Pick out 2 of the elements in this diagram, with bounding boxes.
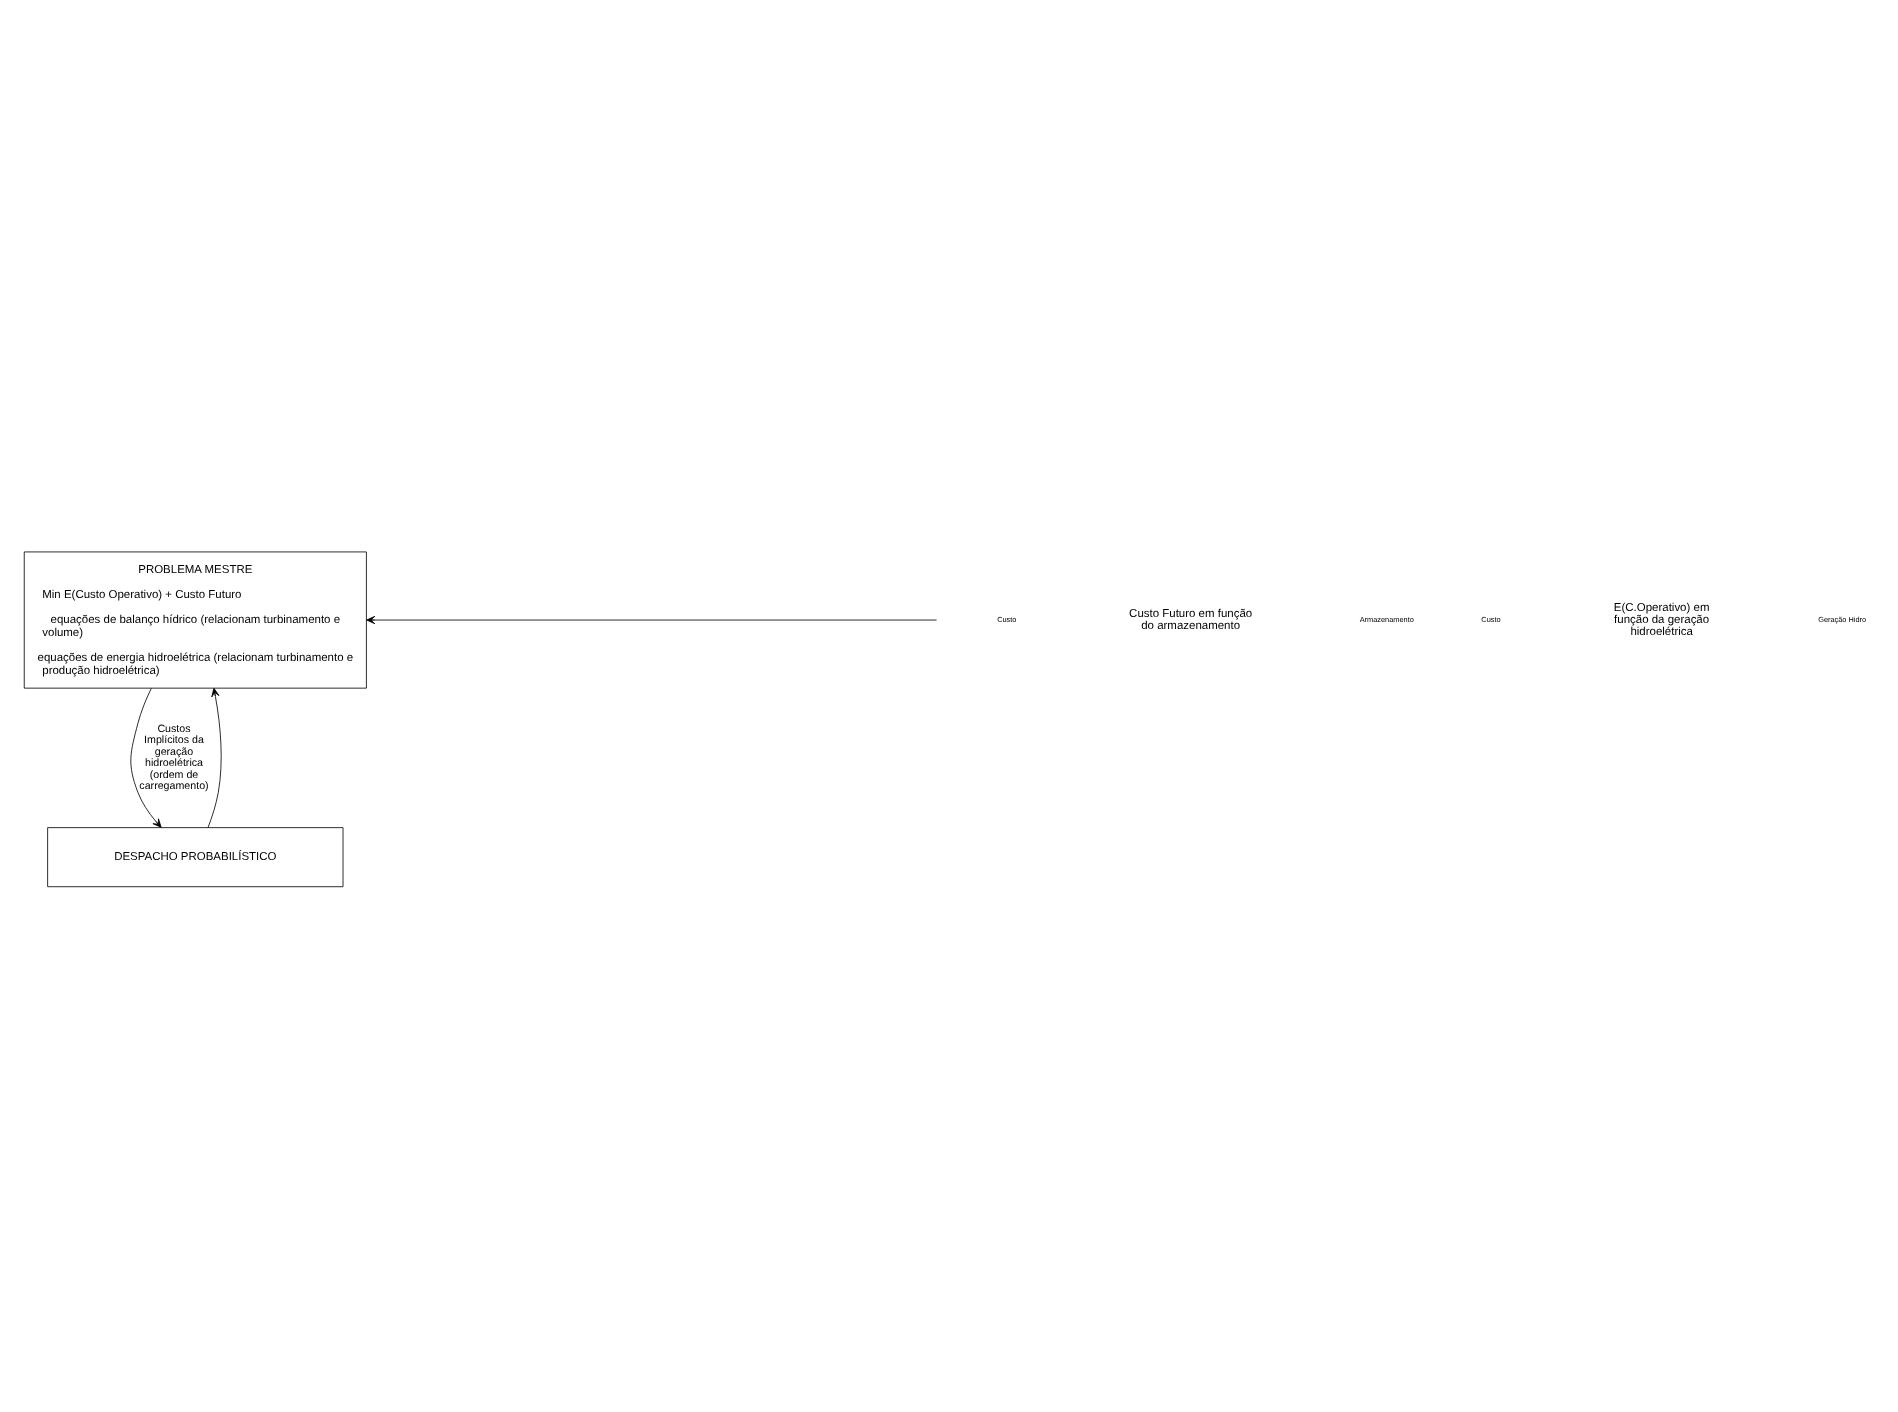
arrow [207,687,222,829]
arrow [130,687,162,828]
